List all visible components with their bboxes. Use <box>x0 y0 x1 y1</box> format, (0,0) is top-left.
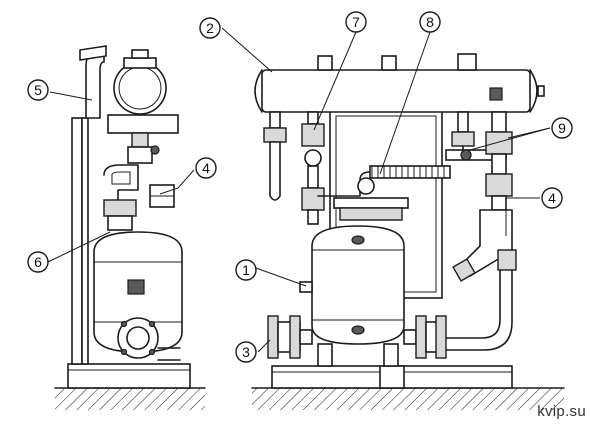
callout-label-4-side: 4 <box>202 160 210 176</box>
callout-label-2: 2 <box>206 20 214 36</box>
main-tank <box>311 225 405 345</box>
callout-6: 6 <box>27 251 49 273</box>
callout-label-6: 6 <box>34 254 42 270</box>
y-strainer <box>458 209 513 278</box>
collector-end <box>113 61 167 115</box>
callout-label-3: 3 <box>242 344 250 360</box>
callout-9: 9 <box>551 117 573 139</box>
callout-label-1: 1 <box>242 262 250 278</box>
flange-right <box>415 315 427 359</box>
callout-label-8: 8 <box>426 14 434 30</box>
base-plate-left <box>67 363 191 389</box>
callout-5: 5 <box>27 79 49 101</box>
callout-label-9: 9 <box>558 120 566 136</box>
callout-label-4-front: 4 <box>548 190 556 206</box>
callout-8: 8 <box>419 11 441 33</box>
callout-7: 7 <box>345 11 367 33</box>
callout-3: 3 <box>235 341 257 363</box>
callout-2: 2 <box>199 17 221 39</box>
callout-1: 1 <box>235 259 257 281</box>
callout-label-7: 7 <box>352 14 360 30</box>
frame-post <box>71 117 83 365</box>
ground-hatch-left <box>55 388 205 410</box>
callout-4-front: 4 <box>541 187 563 209</box>
callout-label-5: 5 <box>34 82 42 98</box>
flange-left <box>267 315 279 359</box>
ground-hatch-right <box>252 388 564 410</box>
callout-4-side: 4 <box>195 157 217 179</box>
leader-lines <box>47 27 551 353</box>
front-view <box>251 53 565 410</box>
watermark: kvip.su <box>537 403 586 420</box>
side-view <box>54 45 206 410</box>
